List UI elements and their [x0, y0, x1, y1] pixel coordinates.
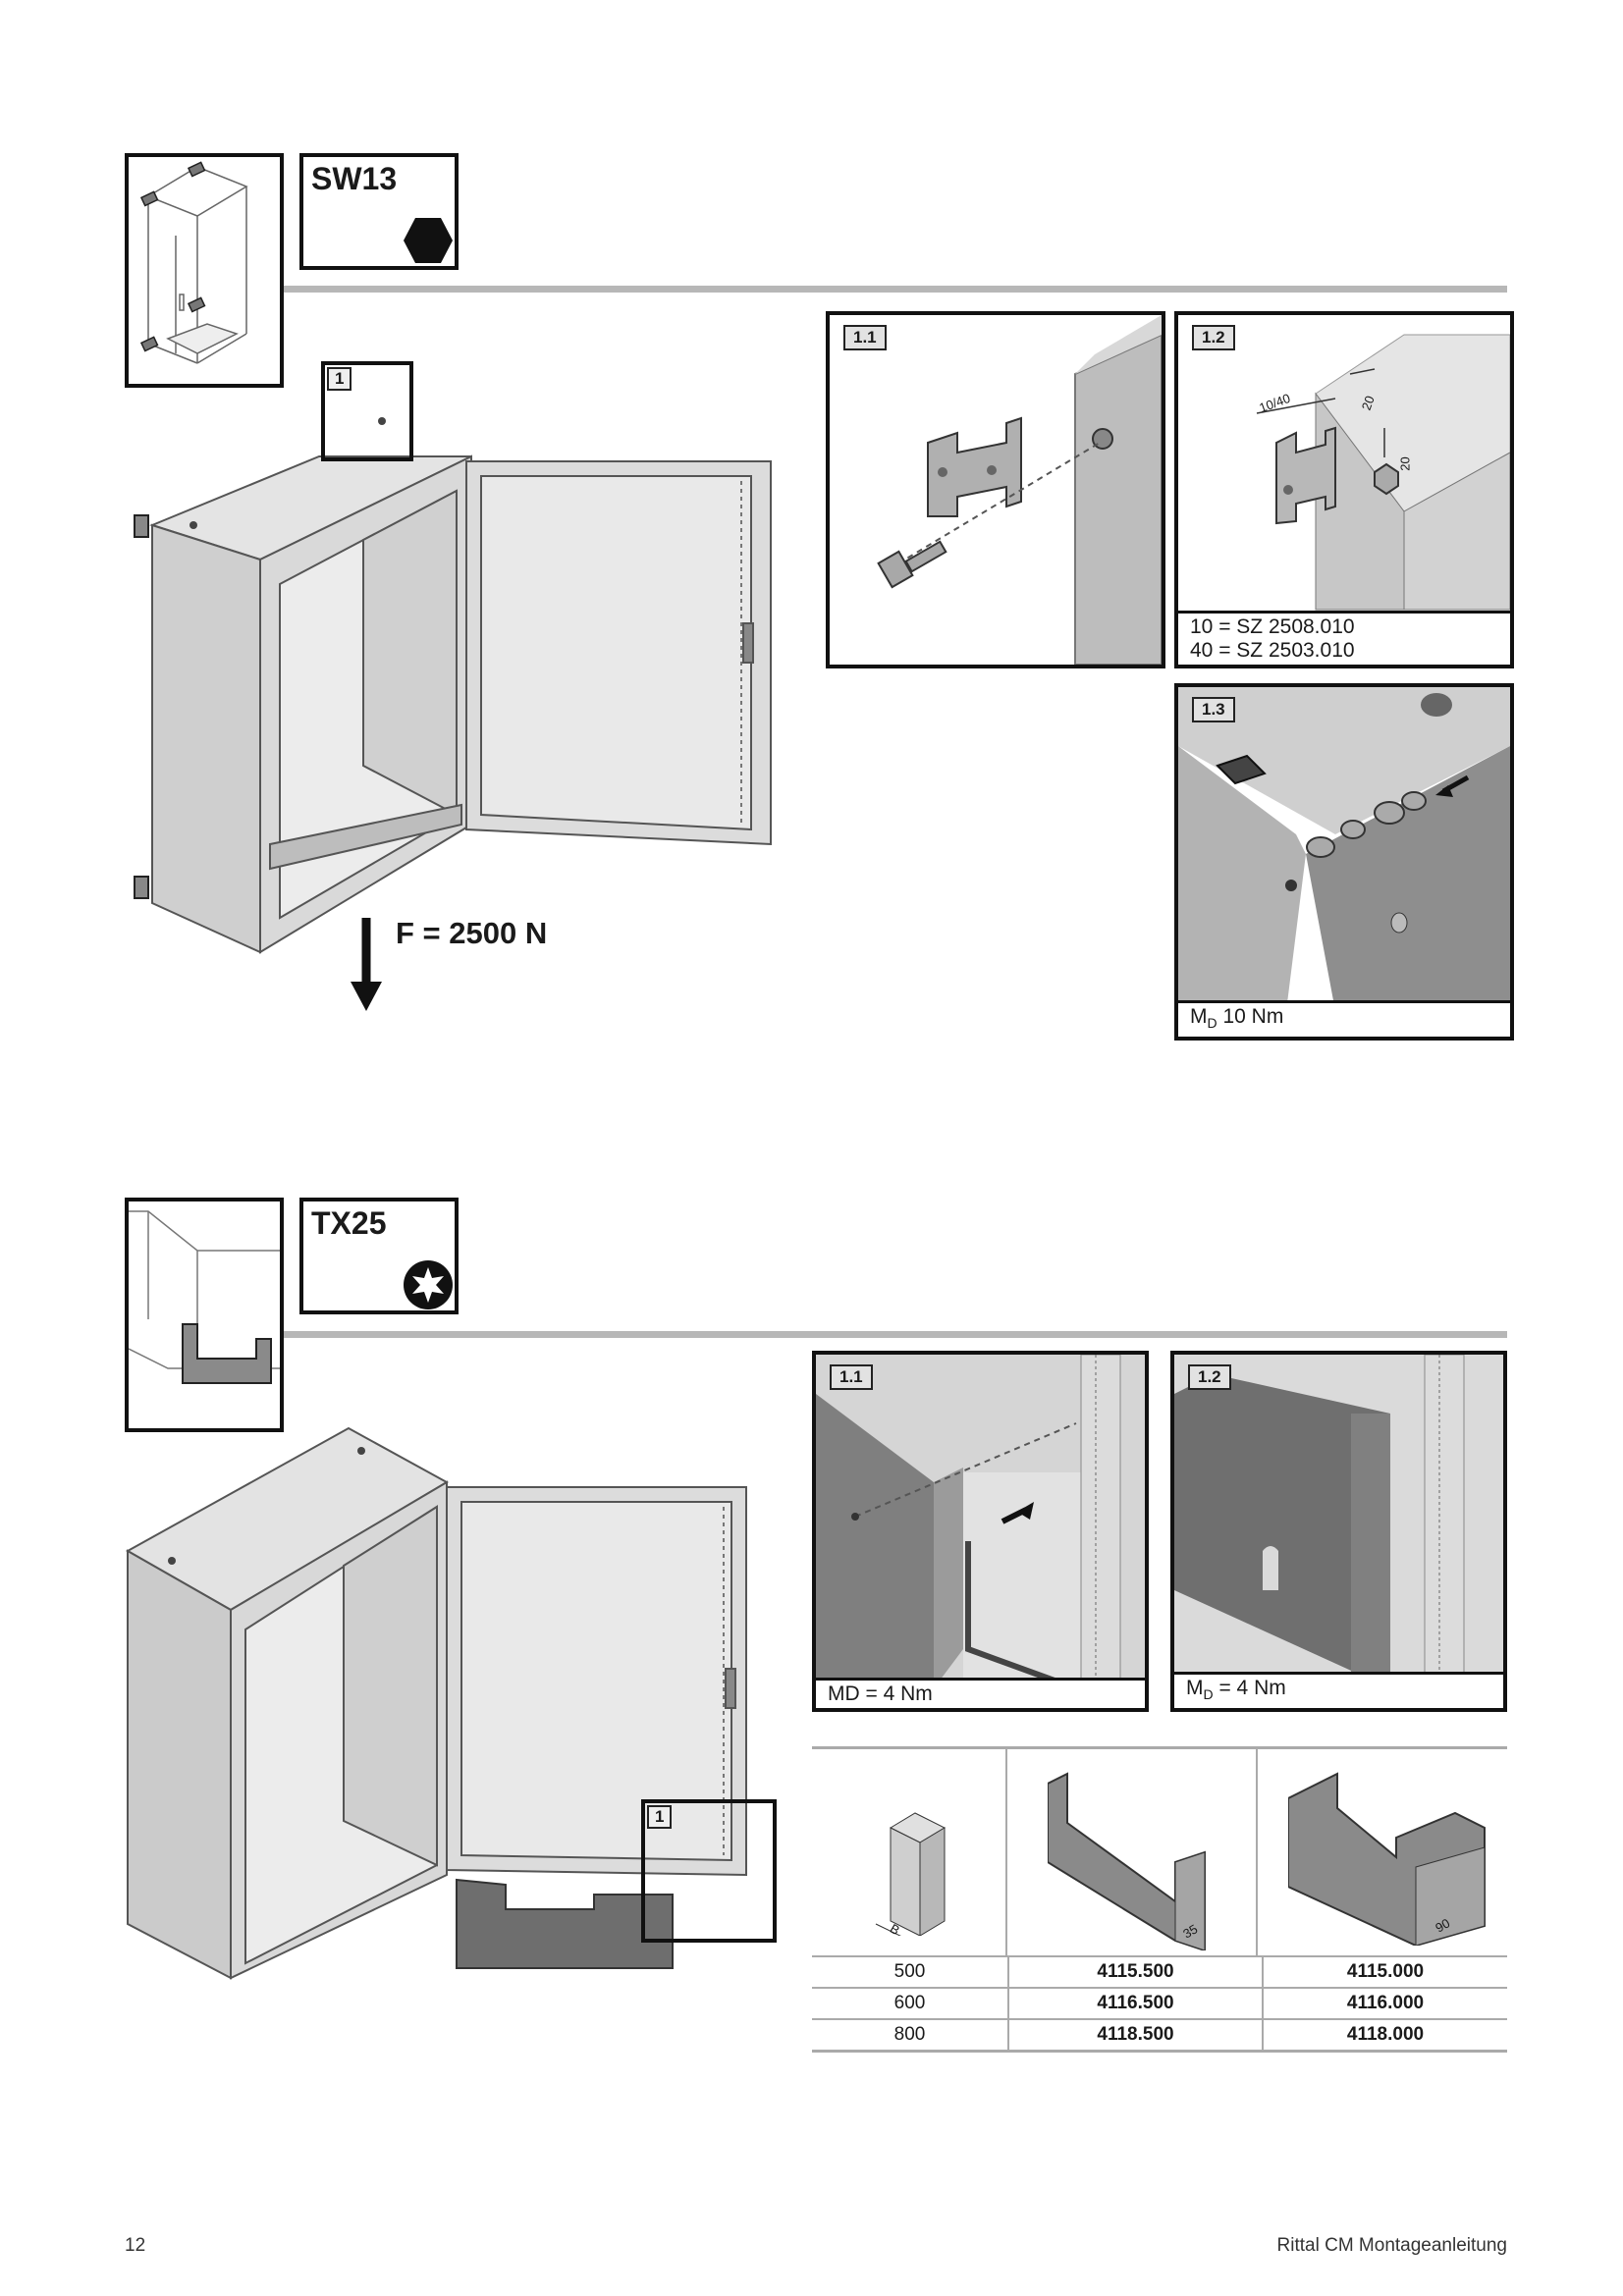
plinth-trim-panel-icon — [128, 1210, 280, 1384]
part-cell: 4116.500 — [1007, 1987, 1263, 2019]
tool-label: TX25 — [311, 1205, 387, 1241]
table-row: 500 4115.500 4115.000 — [812, 1955, 1507, 1988]
table-row: 800 4118.500 4118.000 — [812, 2018, 1507, 2053]
tool-box-tx25: TX25 — [299, 1198, 459, 1314]
doc-title: Rittal CM Montageanleitung — [1276, 2235, 1507, 2256]
detail-callout-1: 1 — [321, 361, 413, 461]
overview-thumbnail-1 — [125, 153, 284, 388]
detail-callout-2: 1 — [641, 1799, 777, 1943]
dim-c: 20 — [1397, 456, 1413, 471]
tool-box-sw13: SW13 — [299, 153, 459, 270]
panel-1-2: 10/40 20 20 1.2 10 = SZ 2508.010 40 = SZ… — [1174, 311, 1514, 668]
panel-tag: 1.3 — [1192, 697, 1235, 722]
part-cell: 4115.000 — [1262, 1955, 1507, 1988]
order-table: 500 4115.500 4115.000 600 4116.500 4116.… — [812, 1955, 1507, 2053]
panel-2-1-1: 1.1 MD = 4 Nm — [812, 1351, 1149, 1712]
enclosure-small-icon — [875, 1812, 947, 1936]
section-rule-1 — [284, 286, 1507, 293]
enclosure-corner-brackets-icon — [139, 161, 248, 364]
width-cell: 800 — [812, 2018, 1008, 2053]
panel-tag: 1.2 — [1188, 1364, 1231, 1390]
part-cell: 4115.500 — [1007, 1955, 1263, 1988]
panel-1-3: 1.3 MD 10 Nm — [1174, 683, 1514, 1041]
panel-tag: 1.2 — [1192, 325, 1235, 350]
caption-line-2: 40 = SZ 2503.010 — [1190, 639, 1355, 662]
detail-tag: 1 — [647, 1805, 673, 1829]
order-table-images: B 35 90 — [812, 1749, 1507, 1955]
overview-thumbnail-2 — [125, 1198, 284, 1432]
enclosure-illustration-1: F = 2500 N — [123, 353, 790, 1021]
part-cell: 4116.000 — [1262, 1987, 1507, 2019]
panel-tag: 1.1 — [830, 1364, 873, 1390]
tool-label: SW13 — [311, 161, 398, 196]
width-cell: 500 — [812, 1955, 1008, 1988]
part-cell: 4118.000 — [1262, 2018, 1507, 2053]
part-cell: 4118.500 — [1007, 2018, 1263, 2053]
force-label: F = 2500 N — [396, 916, 548, 950]
section-rule-2 — [284, 1331, 1507, 1338]
panel-caption: MD = 4 Nm — [1174, 1671, 1503, 1708]
trim-panel-narrow-icon — [1048, 1772, 1206, 1950]
caption-line-1: 10 = SZ 2508.010 — [1190, 615, 1355, 638]
enclosure-illustration-2 — [123, 1414, 790, 2002]
order-table-top-rule — [812, 1746, 1507, 1749]
table-row: 600 4116.500 4116.000 — [812, 1987, 1507, 2019]
width-cell: 600 — [812, 1987, 1008, 2019]
panel-caption: MD = 4 Nm — [816, 1678, 1145, 1708]
hex-socket-icon — [404, 218, 453, 263]
trim-panel-wide-icon — [1288, 1772, 1486, 1946]
page-number: 12 — [125, 2235, 146, 2256]
detail-tag: 1 — [327, 367, 352, 391]
panel-2-1-2: 1.2 MD = 4 Nm — [1170, 1351, 1507, 1712]
panel-1-1: 1.1 — [826, 311, 1165, 668]
panel-caption: MD 10 Nm — [1178, 999, 1510, 1037]
panel-tag: 1.1 — [843, 325, 887, 350]
panel-caption: 10 = SZ 2508.010 40 = SZ 2503.010 — [1178, 611, 1510, 665]
torx-icon — [404, 1260, 453, 1309]
